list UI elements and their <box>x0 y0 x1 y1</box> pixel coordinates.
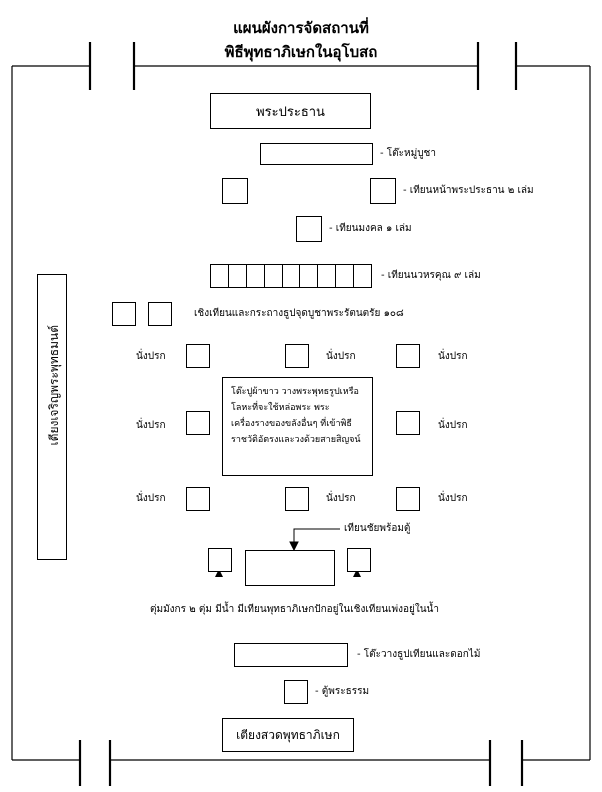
altar-table-label: - โต๊ะหมู่บูชา <box>380 148 436 159</box>
seat-box <box>396 411 420 435</box>
seat-box <box>285 487 309 511</box>
candle-holders-label: เชิงเทียนและกระถางธูปจุดบูชาพระรัตนตรัย … <box>194 308 404 319</box>
seat-box <box>396 344 420 368</box>
front-candle-left-box <box>222 178 248 204</box>
water-pot-left <box>208 548 232 572</box>
victory-candle-cabinet <box>245 550 335 586</box>
scripture-cabinet-box <box>284 680 308 704</box>
seat-box <box>396 487 420 511</box>
seat-label: นั่งปรก <box>438 493 468 504</box>
seat-box <box>285 344 309 368</box>
water-pots-label: ตุ่มมังกร ๒ ตุ่ม มีน้ำ มีเทียนพุทธาภิเษก… <box>150 604 439 615</box>
front-candle-right-box <box>370 178 396 204</box>
navagraha-candles-row <box>210 264 372 288</box>
seat-label: นั่งปรก <box>136 420 166 431</box>
water-pot-right <box>347 548 371 572</box>
scripture-cabinet-label: - ตู้พระธรรม <box>315 686 370 697</box>
chanting-monks-bed-label: เตียงเจริญพระพุทธมนต์ <box>47 325 61 446</box>
chanting-monks-bed: เตียงเจริญพระพุทธมนต์ <box>37 274 67 560</box>
diagram-title-line2: พิธีพุทธาภิเษกในอุโบสถ <box>224 43 378 61</box>
victory-candle-label: เทียนชัยพร้อมตู้ <box>344 523 411 534</box>
navagraha-candles-label: - เทียนนวหรคุณ ๙ เล่ม <box>381 270 481 281</box>
seat-label: นั่งปรก <box>326 493 356 504</box>
right-marker-triangle <box>353 569 361 577</box>
candle-holder-left-box <box>112 302 136 326</box>
front-candles-label: - เทียนหน้าพระประธาน ๒ เล่ม <box>403 185 534 196</box>
seat-label: นั่งปรก <box>326 351 356 362</box>
presiding-buddha-box: พระประธาน <box>210 93 371 129</box>
seat-label: นั่งปรก <box>438 420 468 431</box>
auspicious-candle-box <box>296 216 322 242</box>
seat-label: นั่งปรก <box>136 493 166 504</box>
chanting-bed-box: เตียงสวดพุทธาภิเษก <box>222 718 354 752</box>
diagram-title-line1: แผนผังการจัดสถานที่ <box>233 19 369 37</box>
seat-label: นั่งปรก <box>136 351 166 362</box>
left-marker-triangle <box>215 569 223 577</box>
auspicious-candle-label: - เทียนมงคล ๑ เล่ม <box>329 223 412 234</box>
seat-label: นั่งปรก <box>438 351 468 362</box>
altar-table-box <box>260 143 373 165</box>
center-table-box: โต๊ะปูผ้าขาว วางพระพุทธรูปเหรือโลหะที่จะ… <box>222 377 373 476</box>
flower-table-label: - โต๊ะวางธูปเทียนและดอกไม้ <box>357 649 481 660</box>
seat-box <box>186 344 210 368</box>
seat-box <box>186 487 210 511</box>
candle-holder-right-box <box>148 302 172 326</box>
seat-box <box>186 411 210 435</box>
flower-table-box <box>234 643 348 667</box>
